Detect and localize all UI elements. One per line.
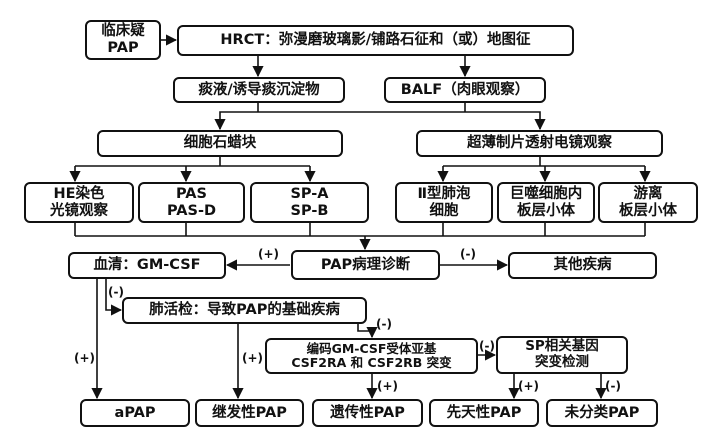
label-pos-congenital: (+) [518, 379, 540, 393]
node-congenital: 先天性PAP [429, 399, 539, 427]
node-suspect-line1: 临床疑 [101, 23, 145, 40]
node-sp-line1: SP-A [290, 185, 329, 202]
node-type2-line2: 细胞 [429, 202, 459, 219]
node-hereditary: 遗传性PAP [312, 399, 423, 427]
node-serum-text: 血清：GM-CSF [93, 257, 201, 274]
edge-to-tem [465, 111, 546, 131]
node-free-line2: 板层小体 [619, 202, 677, 219]
node-sputum-text: 痰液/诱导痰沉淀物 [198, 81, 320, 98]
node-he-line1: HE染色 [53, 185, 105, 202]
node-spgene-line1: SP相关基因 [525, 338, 599, 355]
node-hereditary-text: 遗传性PAP [330, 404, 405, 421]
node-sputum: 痰液/诱导痰沉淀物 [173, 77, 345, 103]
edge-biopsy-gene [357, 323, 378, 339]
node-macro-line2: 板层小体 [517, 202, 575, 219]
label-neg-other: (-) [460, 247, 476, 261]
node-type2-line1: Ⅱ型肺泡 [417, 185, 471, 202]
node-macro: 巨噬细胞内 板层小体 [497, 182, 595, 223]
node-sp: SP-A SP-B [250, 182, 369, 223]
node-secondary: 继发性PAP [195, 399, 304, 427]
node-paraffin-text: 细胞石蜡块 [183, 135, 257, 152]
node-patho-text: PAP病理诊断 [320, 256, 411, 273]
node-gene-line1: 编码GM-CSF受体亚基 [306, 340, 437, 356]
node-paraffin: 细胞石蜡块 [97, 130, 343, 157]
node-hrct: HRCT：弥漫磨玻璃影/铺路石征和（或）地图征 [177, 25, 574, 56]
label-pos-secondary: (+) [242, 351, 264, 365]
node-apap: aPAP [80, 399, 190, 427]
edge-to-paraffin [214, 111, 258, 131]
node-suspect-line2: PAP [107, 40, 139, 56]
label-neg-gene: (-) [376, 317, 392, 331]
node-unclassified: 未分类PAP [546, 399, 658, 427]
label-neg-biopsy: (-) [108, 285, 124, 299]
node-patho: PAP病理诊断 [291, 250, 440, 280]
label-pos-serum: (+) [258, 247, 280, 261]
node-pas-line1: PAS [176, 185, 207, 202]
node-serum: 血清：GM-CSF [68, 252, 226, 279]
node-pas-line2: PAS-D [166, 202, 216, 219]
label-pos-apap: (+) [74, 351, 96, 365]
node-unclassified-text: 未分类PAP [564, 404, 640, 421]
node-apap-text: aPAP [114, 404, 156, 421]
node-biopsy-text: 肺活检：导致PAP的基础疾病 [149, 302, 340, 319]
label-neg-spgene: (-) [479, 339, 495, 353]
node-balf-text: BALF（肉眼观察） [400, 81, 530, 98]
node-sp-line2: SP-B [290, 202, 329, 219]
node-gene-line2: CSF2RA 和 CSF2RB 突变 [291, 355, 452, 370]
node-suspect-pap: 临床疑 PAP [85, 20, 161, 60]
node-type2: Ⅱ型肺泡 细胞 [395, 182, 493, 223]
node-secondary-text: 继发性PAP [212, 404, 287, 421]
node-gene: 编码GM-CSF受体亚基 CSF2RA 和 CSF2RB 突变 [265, 338, 478, 374]
node-free-line1: 游离 [633, 185, 663, 202]
node-congenital-text: 先天性PAP [446, 404, 522, 421]
node-tem: 超薄制片透射电镜观察 [416, 130, 663, 157]
node-hrct-text: HRCT：弥漫磨玻璃影/铺路石征和（或）地图征 [220, 32, 531, 49]
node-other-text: 其他疾病 [553, 257, 612, 274]
node-macro-line1: 巨噬细胞内 [509, 185, 583, 202]
node-he: HE染色 光镜观察 [24, 182, 134, 223]
node-tem-text: 超薄制片透射电镜观察 [467, 135, 612, 152]
node-spgene-line2: 突变检测 [535, 354, 589, 370]
node-he-line2: 光镜观察 [50, 202, 108, 219]
label-pos-hereditary: (+) [377, 379, 399, 393]
edge-serum-biopsy [105, 279, 123, 316]
node-pas: PAS PAS-D [138, 182, 245, 223]
node-other: 其他疾病 [508, 252, 657, 279]
node-spgene: SP相关基因 突变检测 [496, 336, 628, 374]
node-free: 游离 板层小体 [598, 182, 698, 223]
node-balf: BALF（肉眼观察） [384, 77, 546, 103]
node-biopsy: 肺活检：导致PAP的基础疾病 [122, 297, 367, 324]
label-neg-unclassified: (-) [605, 379, 621, 393]
